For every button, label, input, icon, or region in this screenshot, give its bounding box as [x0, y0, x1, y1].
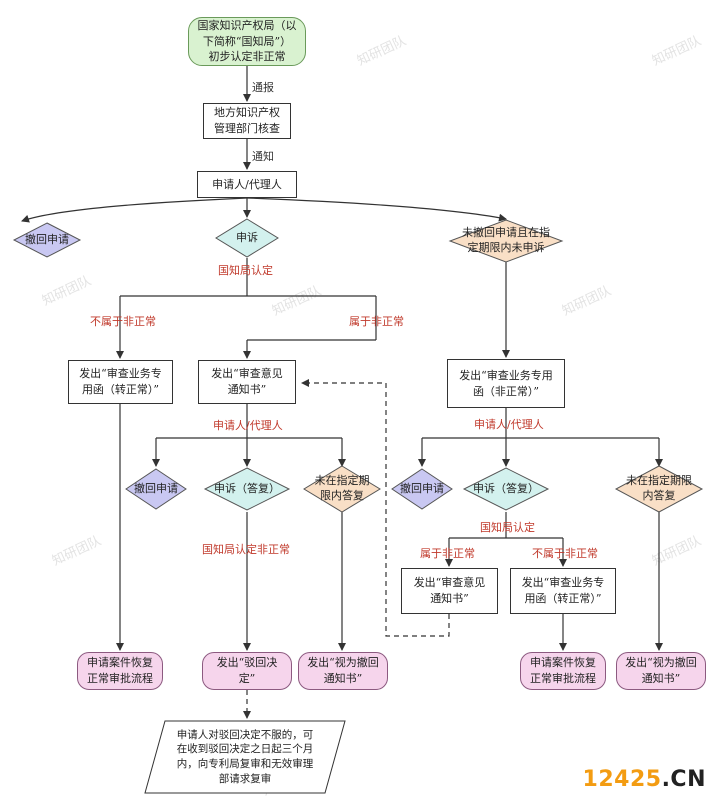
node-applicant: 申请人/代理人: [197, 171, 297, 198]
node-deemed-withdrawn-right: 发出“视为撤回 通知书”: [616, 652, 706, 690]
edge-label-cnipa-abnormal: 国知局认定非正常: [202, 543, 290, 556]
node-review-request: 申请人对驳回决定不服的，可 在收到驳回决定之日起三个月 内，向专利局复审和无效审…: [176, 728, 314, 785]
edge-label-not-abnormal-left: 不属于非正常: [90, 315, 156, 328]
node-letter-normal-left: 发出“审查业务专 用函（转正常）”: [68, 360, 173, 404]
site-logo-domain: .CN: [661, 767, 706, 792]
node-letter-normal-right: 发出“审查业务专 用函（转正常）”: [510, 568, 616, 614]
node-letter-abnormal-right: 发出“审查业务专用 函（非正常）”: [447, 359, 565, 408]
site-logo-number: 12425: [582, 767, 662, 792]
node-no-reply-mid: 未在指定期 限内答复: [314, 474, 370, 502]
edge-label-is-abnormal-right: 属于非正常: [420, 547, 475, 560]
edge-label-applicant-mid: 申请人/代理人: [213, 419, 283, 432]
node-appeal-reply-right: 申诉（答复）: [473, 481, 539, 495]
node-opinion-notice-right: 发出“审查意见 通知书”: [401, 568, 498, 614]
node-appeal-reply-mid: 申诉（答复）: [214, 481, 280, 495]
node-appeal: 申诉: [236, 230, 258, 244]
node-withdraw-left: 撤回申请: [25, 232, 69, 246]
edge-label-applicant-right: 申请人/代理人: [474, 418, 544, 431]
edge-label-not-abnormal-right: 不属于非正常: [532, 547, 598, 560]
edge-label-is-abnormal-mid: 属于非正常: [349, 315, 404, 328]
node-withdraw-right: 撤回申请: [400, 481, 444, 495]
node-opinion-notice-mid: 发出“审查意见 通知书”: [198, 360, 296, 404]
edge-label-report: 通报: [252, 81, 274, 94]
node-restore-right: 申请案件恢复 正常审批流程: [520, 652, 606, 690]
node-no-withdraw-no-appeal: 未撤回申请且在指 定期限内未申诉: [462, 226, 550, 254]
node-no-reply-right: 未在指定期限 内答复: [626, 474, 692, 502]
edge-label-cnipa-confirm: 国知局认定: [218, 264, 273, 277]
node-restore-left: 申请案件恢复 正常审批流程: [77, 652, 163, 690]
node-initial-abnormal: 国家知识产权局（以 下简称“国知局”） 初步认定非正常: [188, 17, 306, 66]
node-reject-decision: 发出“驳回决 定”: [202, 652, 292, 690]
edge-label-cnipa-confirm-right: 国知局认定: [480, 521, 535, 534]
edge-label-notify: 通知: [252, 150, 274, 163]
node-local-verify: 地方知识产权 管理部门核查: [203, 103, 291, 139]
node-deemed-withdrawn-mid: 发出“视为撤回 通知书”: [298, 652, 388, 690]
site-logo: 12425.CN: [583, 767, 706, 792]
node-withdraw-mid: 撤回申请: [134, 481, 178, 495]
